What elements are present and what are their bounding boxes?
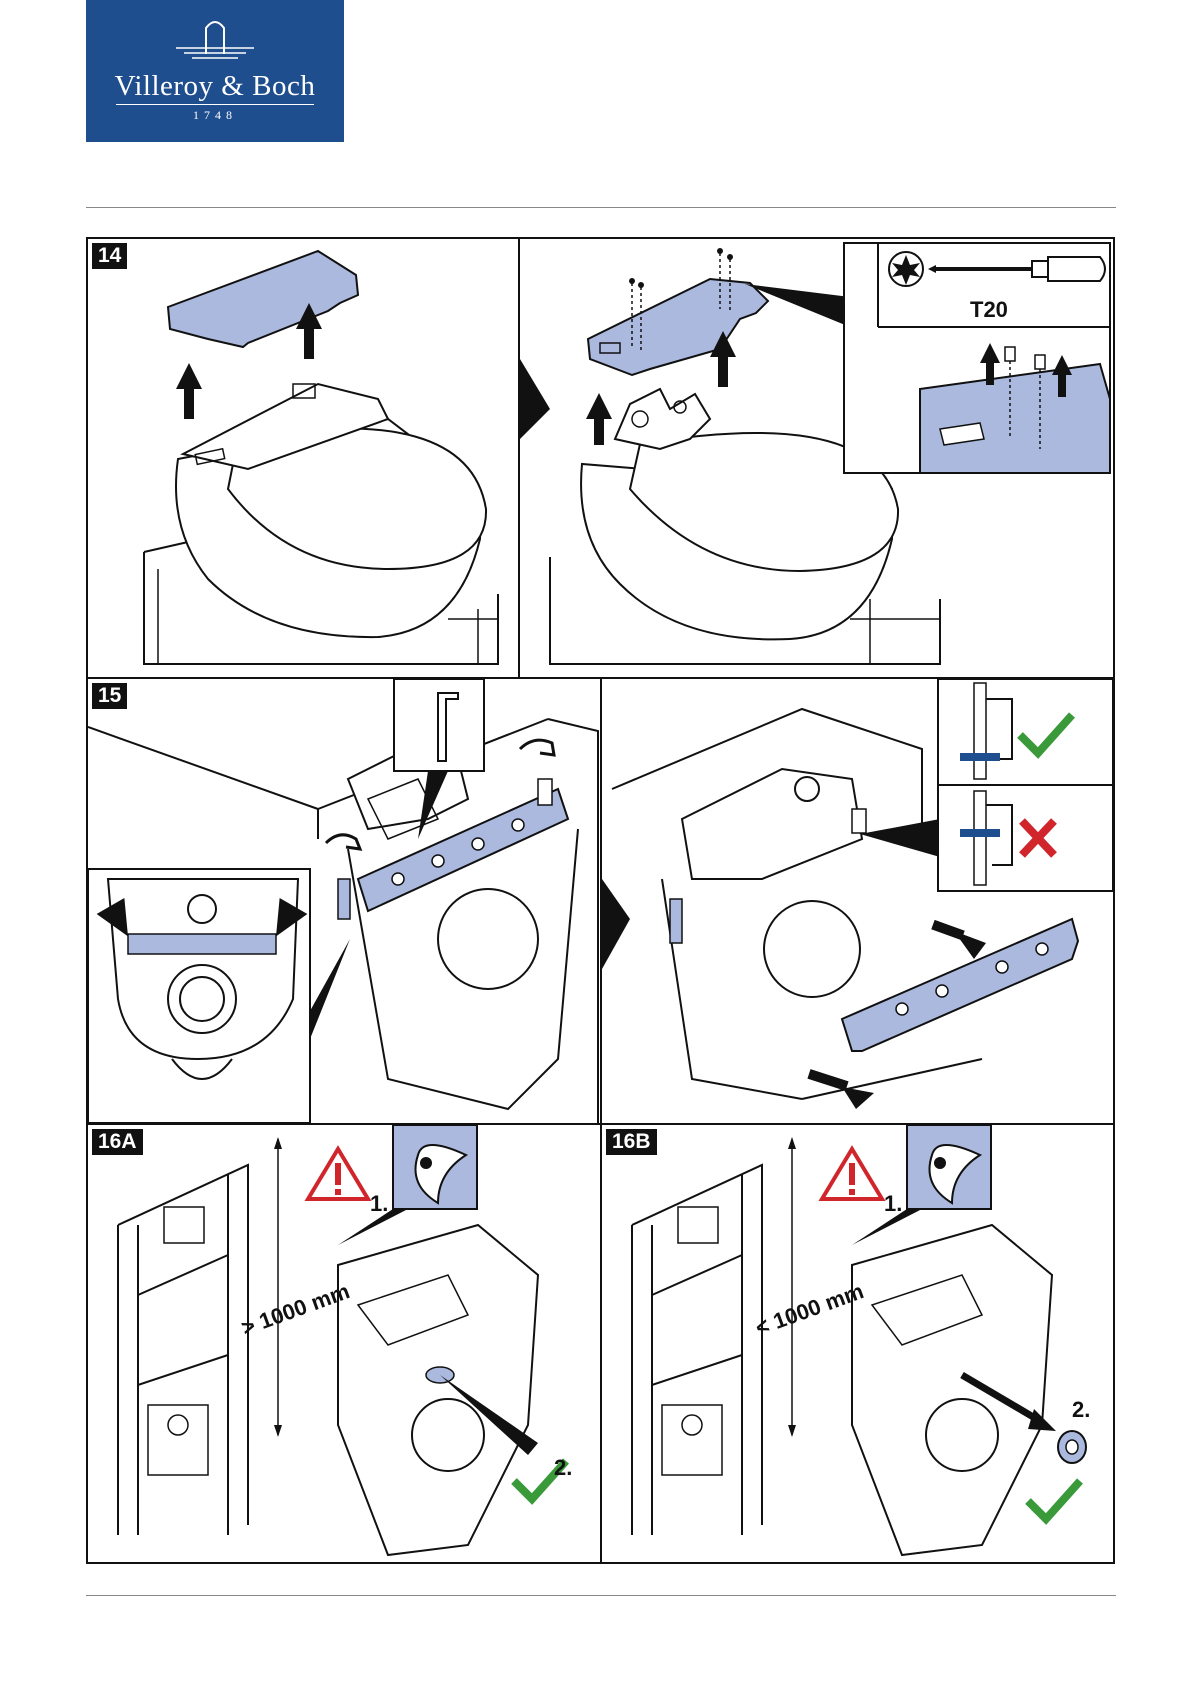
instruction-frame: 14	[86, 237, 1115, 1564]
note-2-label: 2.	[1072, 1397, 1090, 1423]
brand-rule	[116, 104, 314, 105]
step-16b-panel: 16B 1. 2. < 1000 mm	[602, 1125, 1113, 1562]
note-2-label: 2.	[554, 1455, 572, 1481]
step-15-loosen-bracket-panel: 15	[88, 679, 600, 1123]
brand-logo: Villeroy & Boch 1748	[86, 0, 344, 142]
arrow-up-icon	[176, 363, 202, 419]
note-1-label: 1.	[370, 1191, 388, 1217]
control-cover	[168, 251, 358, 347]
header-rule	[86, 207, 1116, 208]
step-16a-panel: 16A 1. 2. > 1000 mm	[88, 1125, 600, 1562]
step-14-remove-cover-panel: 14	[88, 239, 518, 677]
rotate-icon	[520, 740, 554, 755]
step-label: 15	[92, 683, 127, 709]
brand-name: Villeroy & Boch	[86, 70, 344, 103]
rotate-icon	[326, 835, 360, 849]
tool-size-label: T20	[970, 297, 1008, 323]
control-cover-lifted	[588, 279, 768, 375]
step-15-remove-bracket-panel	[602, 679, 1113, 1123]
brand-year: 1748	[86, 108, 344, 123]
note-1-label: 1.	[884, 1191, 902, 1217]
footer-rule	[86, 1595, 1116, 1596]
step-label: 16A	[92, 1129, 143, 1155]
logo-mark-icon	[86, 14, 344, 60]
step-label: 16B	[606, 1129, 657, 1155]
torx-t20-icon	[889, 252, 923, 286]
step-label: 14	[92, 243, 127, 269]
warning-icon	[822, 1149, 882, 1199]
check-icon	[1028, 1481, 1080, 1519]
arrow-up-icon	[586, 393, 612, 445]
step-14-unscrew-cover-panel: T20	[520, 239, 1113, 677]
warning-icon	[308, 1149, 368, 1199]
